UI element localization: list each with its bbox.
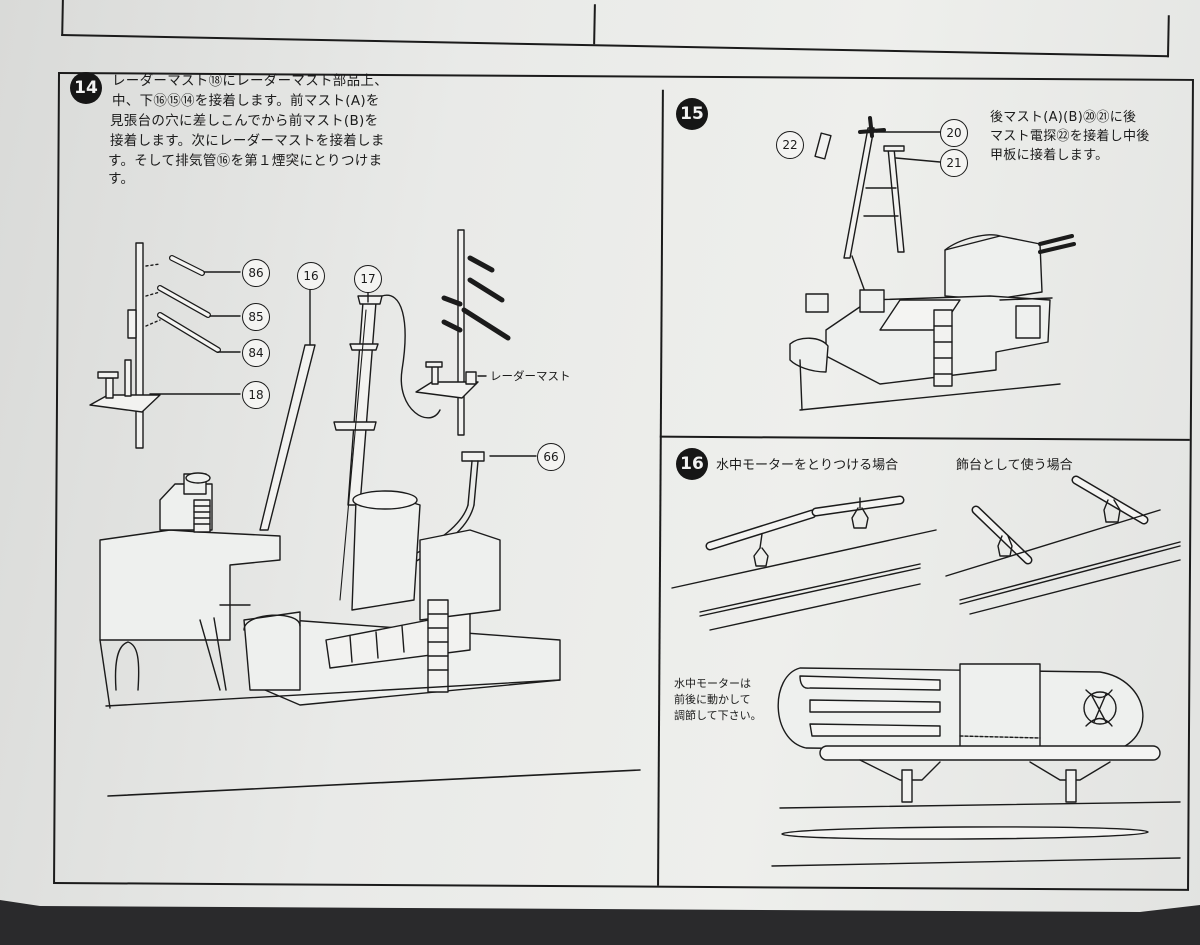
underwater-motor [772,664,1180,866]
part-17-callout: 17 [354,265,382,293]
part-86-callout: 86 [242,259,270,287]
step-14-line-2: 中、下⑯⑮⑭を接着します。前マスト(A)を [112,93,380,109]
step-14-line-4: 接着します。次にレーダーマストを接着しま [110,133,385,149]
step-14-number: 14 [74,78,98,98]
part-21-callout: 21 [940,149,968,177]
step-14-line-1: レーダーマスト⑱にレーダーマスト部品上、 [112,73,388,89]
step-15-badge: 15 [676,98,708,130]
radar-mast-label: レーダーマスト [490,369,571,383]
step-15-line-3: 甲板に接着します。 [990,148,1109,163]
step-16-badge: 16 [676,448,708,480]
step-15-number: 15 [680,104,704,124]
step-14-line-5: す。そして排気管⑯を第１煙突にとりつけま [108,153,383,169]
display-stand-option [946,480,1180,614]
part-20-callout: 20 [940,119,968,147]
step-15-line-1: 後マスト(A)(B)⑳㉑に後 [990,110,1137,125]
part-66-callout: 66 [537,443,565,471]
step-14-line-6: す。 [108,171,135,187]
fore-mast [260,285,440,600]
part-84-callout: 84 [242,339,270,367]
part-18-callout: 18 [242,381,270,409]
motor-note-line-1: 水中モーターは [674,677,751,690]
part-22-callout: 22 [776,131,804,159]
motor-note-line-2: 前後に動かして [674,693,751,706]
motor-stand-option [672,498,936,630]
radar-mast-assembled [416,230,508,435]
step-14-line-3: 見張台の穴に差しこんでから前マスト(B)を [110,113,379,129]
aft-mast [815,118,940,300]
aft-deck [790,235,1074,410]
step-14-badge: 14 [70,72,102,104]
step-16-number: 16 [680,454,704,474]
motor-note-line-3: 調節して下さい。 [674,709,762,722]
ship-hull [100,473,640,796]
option-motor-label: 水中モーターをとりつける場合 [716,458,899,473]
option-display-label: 飾台として使う場合 [956,458,1073,473]
step-15-line-2: マスト電探㉒を接着し中後 [990,129,1150,144]
radar-mast-exploded [90,243,240,448]
part-85-callout: 85 [242,303,270,331]
part-16-callout: 16 [297,262,325,290]
